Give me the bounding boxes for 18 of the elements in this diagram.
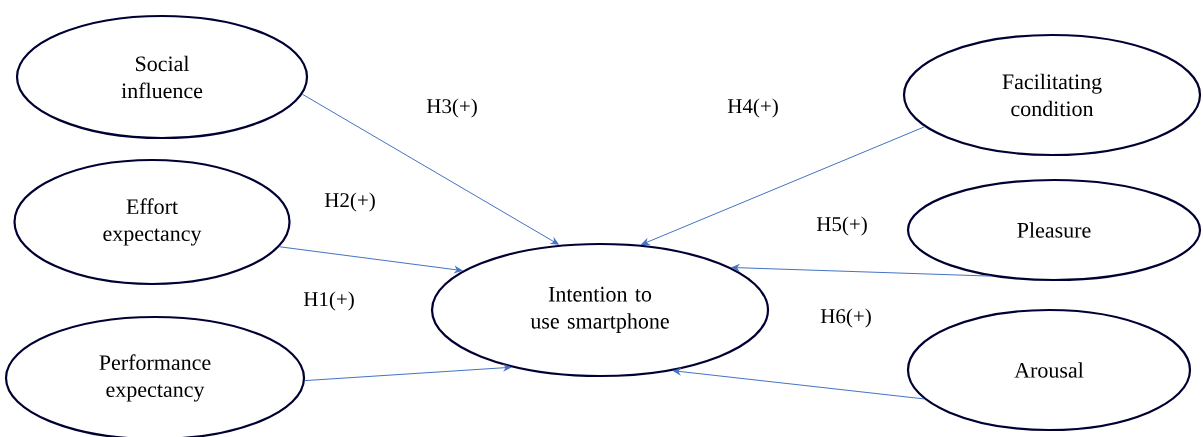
ellipse-node: Pleasure — [906, 178, 1202, 282]
edge-label: H3(+) — [426, 98, 477, 118]
arrow — [278, 246, 463, 273]
ellipse-node: Intention to use smartphone — [430, 242, 770, 378]
arrow — [673, 368, 925, 400]
ellipse-node: Effort expectancy — [13, 158, 291, 286]
edge-label: H2(+) — [324, 192, 375, 212]
edge-label: H1(+) — [303, 291, 354, 311]
edge-label: H4(+) — [727, 98, 778, 118]
arrow — [304, 364, 512, 382]
arrow — [731, 264, 992, 277]
edge-label: H5(+) — [816, 216, 867, 236]
ellipse-node: Facilitating condition — [902, 33, 1202, 157]
ellipse-node: Social influence — [15, 14, 309, 140]
arrow — [301, 93, 559, 245]
ellipse-node: Arousal — [906, 308, 1192, 432]
arrow — [641, 126, 926, 246]
edge-label: H6(+) — [820, 308, 871, 328]
